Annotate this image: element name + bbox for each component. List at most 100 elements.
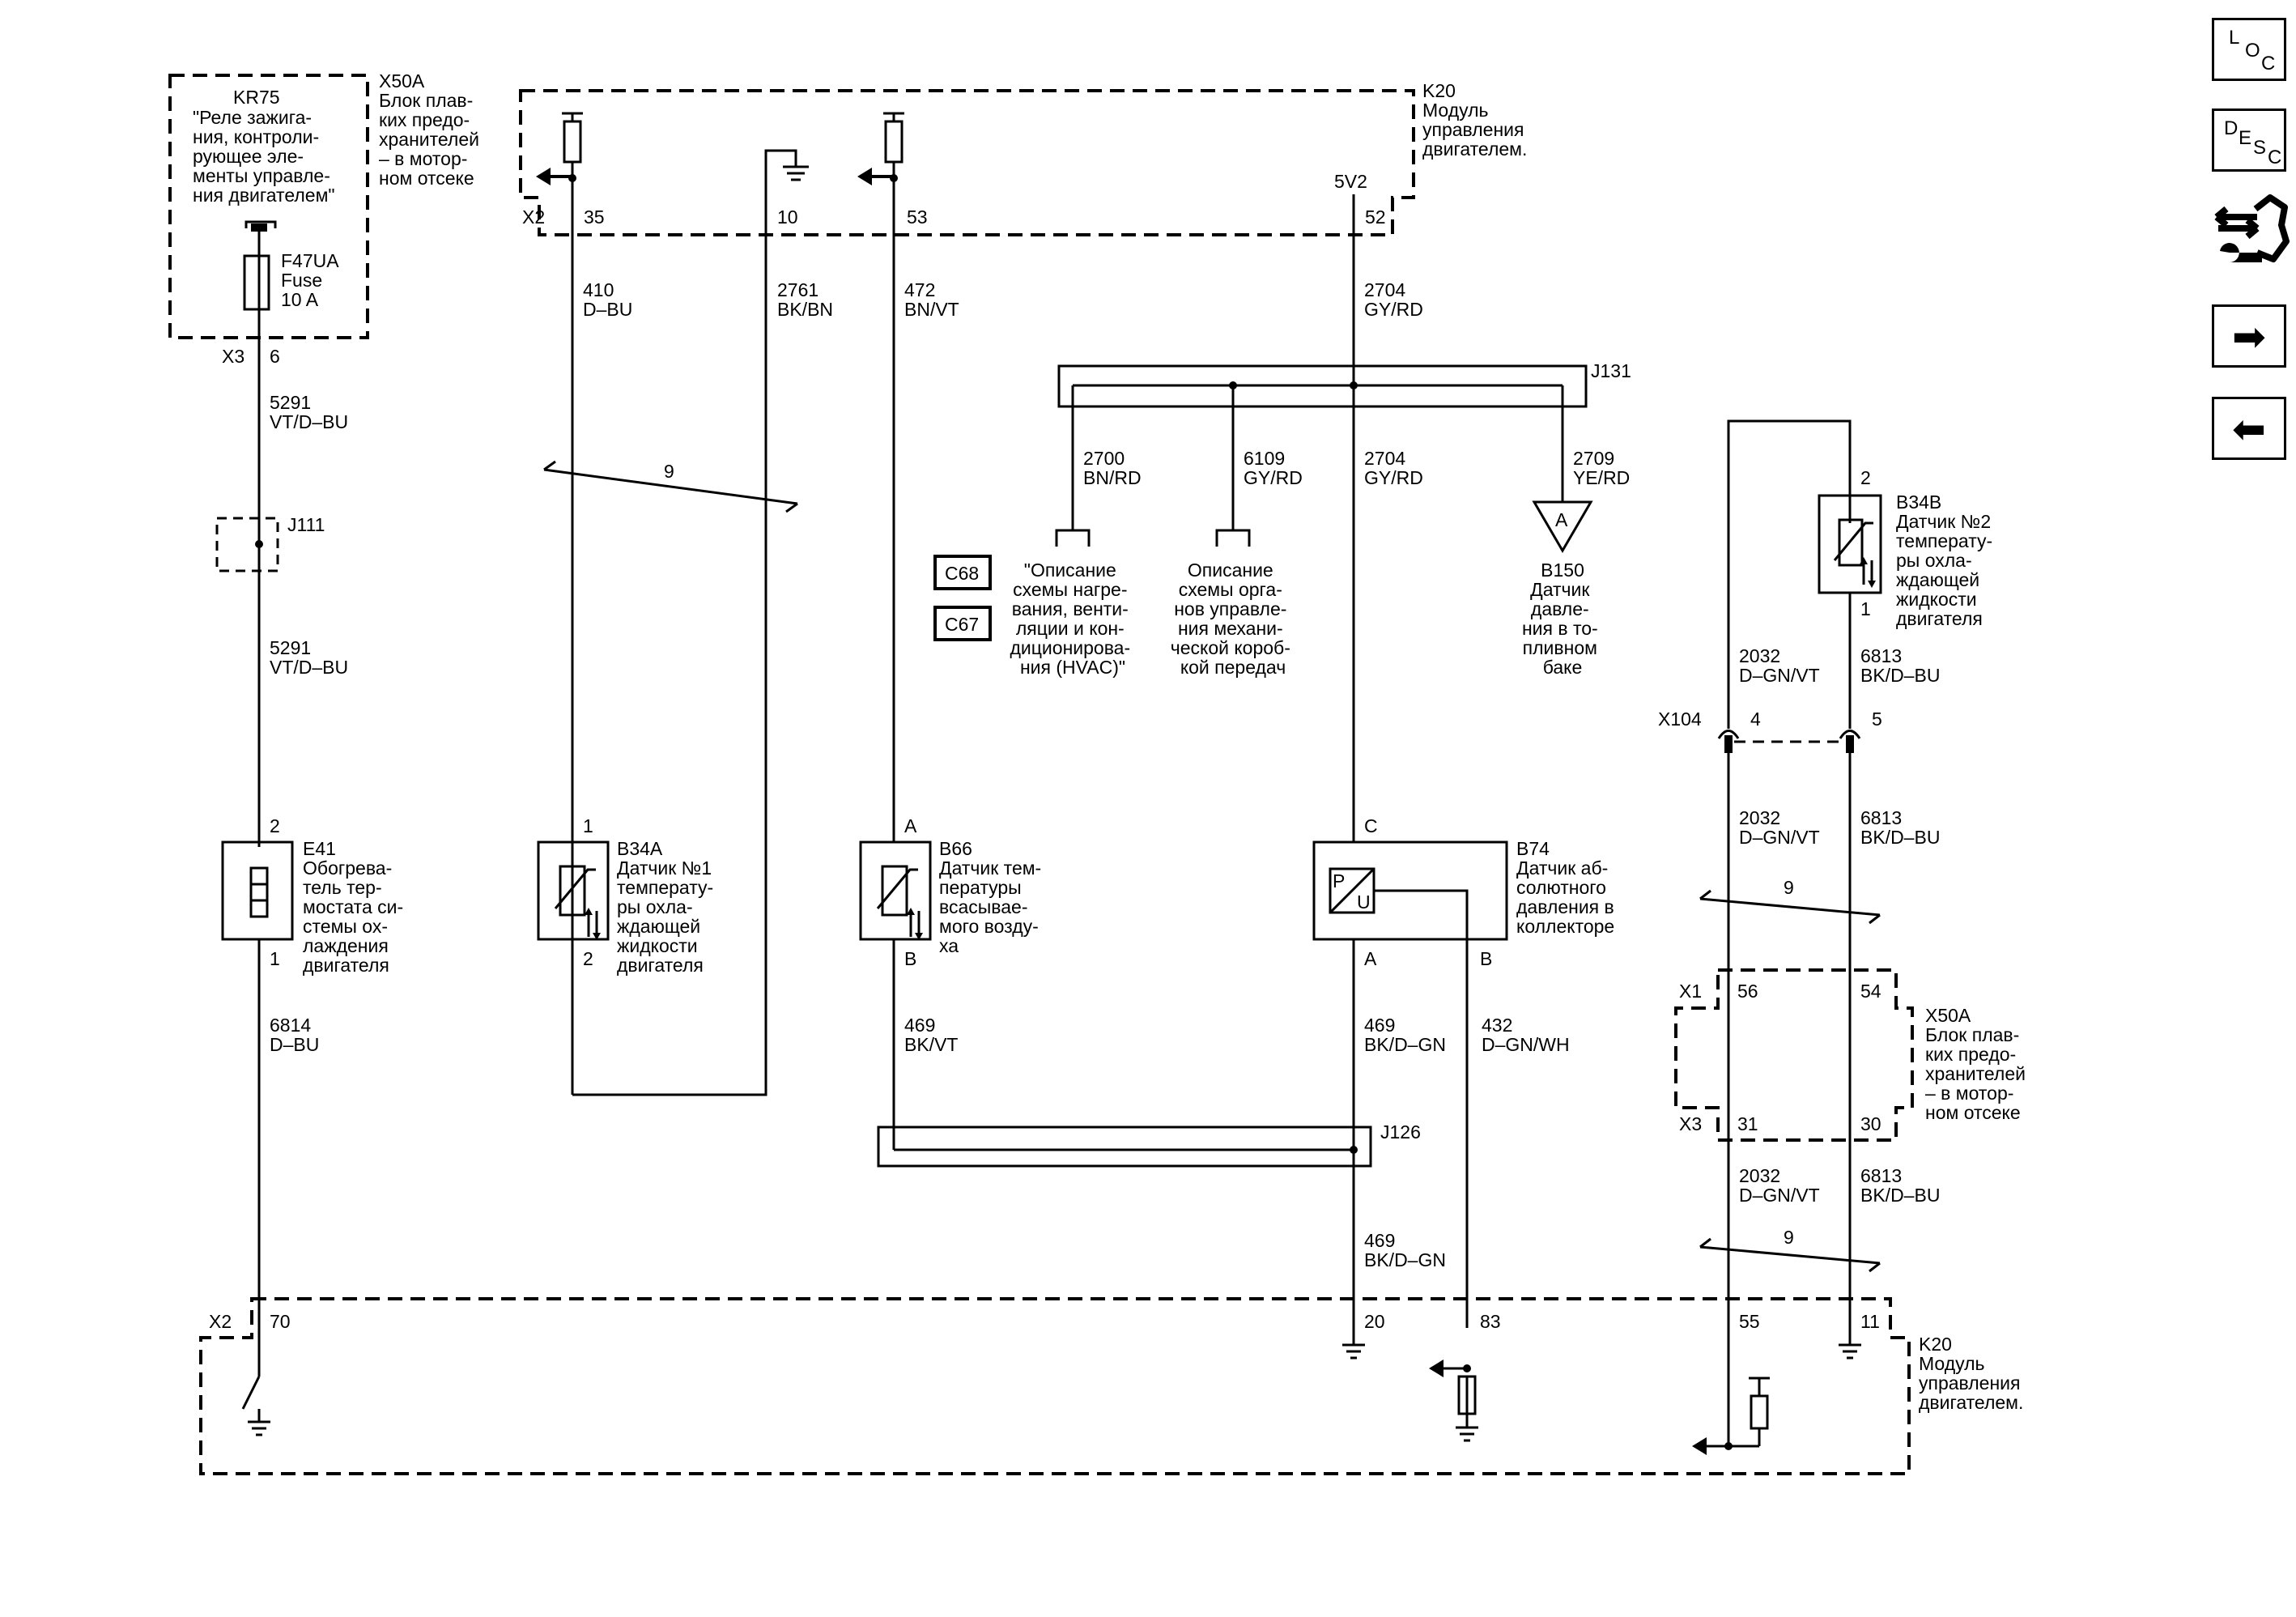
hvac-ref-bracket <box>1055 529 1091 547</box>
loc-letter-c: C <box>2261 53 2276 74</box>
k20-bottom-desc: Модуль управления двигателем. <box>1919 1353 2026 1413</box>
b74-u-letter: U <box>1357 891 1371 913</box>
e41-pin-bottom: 1 <box>270 948 280 969</box>
arrow-k20-35 <box>536 168 551 185</box>
loc-button[interactable]: L O C <box>2212 18 2286 81</box>
arrow-k20-53 <box>857 168 872 185</box>
x50a-right-desc: Блок плав- ких предо- хранителей – в мот… <box>1925 1024 2030 1123</box>
b34b-ntc-arrowheads <box>1860 557 1876 588</box>
loc-letter-l: L <box>2229 27 2240 49</box>
k20-pullup-83 <box>1441 1367 1469 1427</box>
kr75-label: KR75 <box>233 87 280 108</box>
k20-bottom-label: K20 <box>1919 1334 1952 1355</box>
pin-10: 10 <box>777 206 798 228</box>
ground-k20-10 <box>783 165 809 181</box>
b74-pin-a: A <box>1364 948 1377 969</box>
b34b-label: B34B <box>1896 491 1941 513</box>
wire-2761 <box>572 149 797 1096</box>
b66-label: B66 <box>939 838 972 859</box>
e41-heater-element <box>249 866 269 918</box>
prev-button[interactable]: ⬅ <box>2212 397 2286 460</box>
k20-pullup-35 <box>562 112 583 174</box>
b34a-ntc-arrowheads <box>585 908 601 940</box>
arrow-k20-35-shaft <box>549 175 572 178</box>
ref-hvac-desc: "Описание схемы нагре- вания, венти- ляц… <box>1010 560 1135 678</box>
pin-56: 56 <box>1737 981 1758 1002</box>
pin-54: 54 <box>1860 981 1881 1002</box>
tools-button[interactable] <box>2209 193 2290 280</box>
k20-resistor-53 <box>884 120 904 164</box>
twist-marker-right-upper <box>1699 897 1881 917</box>
b150-marker: A <box>1555 509 1568 530</box>
b150-label: B150 <box>1541 560 1584 581</box>
b150-desc: Датчик давле- ния в то- пливном баке <box>1522 579 1603 678</box>
x50a-right-fuse-block-box <box>1674 968 1914 1142</box>
pin-30: 30 <box>1860 1113 1881 1134</box>
splice-j111 <box>215 517 279 572</box>
b74-p-letter: P <box>1333 870 1345 891</box>
arrow-right-icon: ➡ <box>2232 313 2266 360</box>
k20-top-label: K20 <box>1422 80 1456 101</box>
b74-pu-divider <box>1329 867 1375 914</box>
x104-pin-4 <box>1717 730 1740 739</box>
desc-button[interactable]: D E S C <box>2212 109 2286 172</box>
ref-c68-box[interactable] <box>933 555 992 590</box>
wire-2032-loop <box>1727 419 1852 729</box>
component-b34a-box <box>537 840 610 941</box>
k20-top-desc: Модуль управления двигателем. <box>1422 100 1529 160</box>
conn-x2-top: X2 <box>522 206 545 228</box>
twist-tick <box>1699 1237 1711 1249</box>
b66-pin-top: A <box>904 815 917 836</box>
x50a-fuse-block-box <box>168 74 369 339</box>
j126-splice-dot <box>1350 1146 1358 1154</box>
b34a-ntc-arrows <box>587 911 598 937</box>
pin-20: 20 <box>1364 1311 1385 1332</box>
b34b-pin-bottom: 1 <box>1860 598 1871 619</box>
b34a-pin-bottom: 2 <box>583 948 593 969</box>
loc-letter-o: O <box>2245 40 2260 62</box>
k20-node-83 <box>1463 1364 1471 1372</box>
twist-label-left: 9 <box>664 461 674 482</box>
ground-k20-70 <box>248 1420 270 1436</box>
pin-6: 6 <box>270 346 280 367</box>
splice-j126 <box>877 1126 1372 1168</box>
kr75-desc: "Реле зажига- ния, контроли- рующее эле-… <box>193 107 335 206</box>
arrow-k20-55 <box>1692 1437 1707 1455</box>
next-button[interactable]: ➡ <box>2212 304 2286 368</box>
j131-splice-dot-6109 <box>1229 381 1237 389</box>
j111-splice-dot <box>255 540 263 548</box>
desc-letter-e: E <box>2239 127 2252 149</box>
fuse-f47ua <box>243 254 270 311</box>
k20-top-module-box <box>519 89 1415 236</box>
ref-c67-box[interactable] <box>933 606 992 641</box>
b66-pin-bottom: B <box>904 948 916 969</box>
ref-c68[interactable]: C68 <box>945 563 979 584</box>
j131-splice-dot-2704 <box>1350 381 1358 389</box>
pin-53: 53 <box>907 206 928 228</box>
b34b-desc: Датчик №2 температу- ры охла- ждающей жи… <box>1896 511 1998 629</box>
b34a-desc: Датчик №1 температу- ры охла- ждающей жи… <box>617 857 719 976</box>
twist-tick <box>785 502 798 513</box>
ref-c67[interactable]: C67 <box>945 614 979 635</box>
pin-83: 83 <box>1480 1311 1501 1332</box>
x50a-top-desc: Блок плав- ких предо- хранителей – в мот… <box>379 90 484 189</box>
k20-pullup-53 <box>883 112 904 174</box>
b74-label: B74 <box>1516 838 1550 859</box>
x104-pin5-stub <box>1846 735 1854 753</box>
fuse-holder-bar <box>251 223 267 232</box>
